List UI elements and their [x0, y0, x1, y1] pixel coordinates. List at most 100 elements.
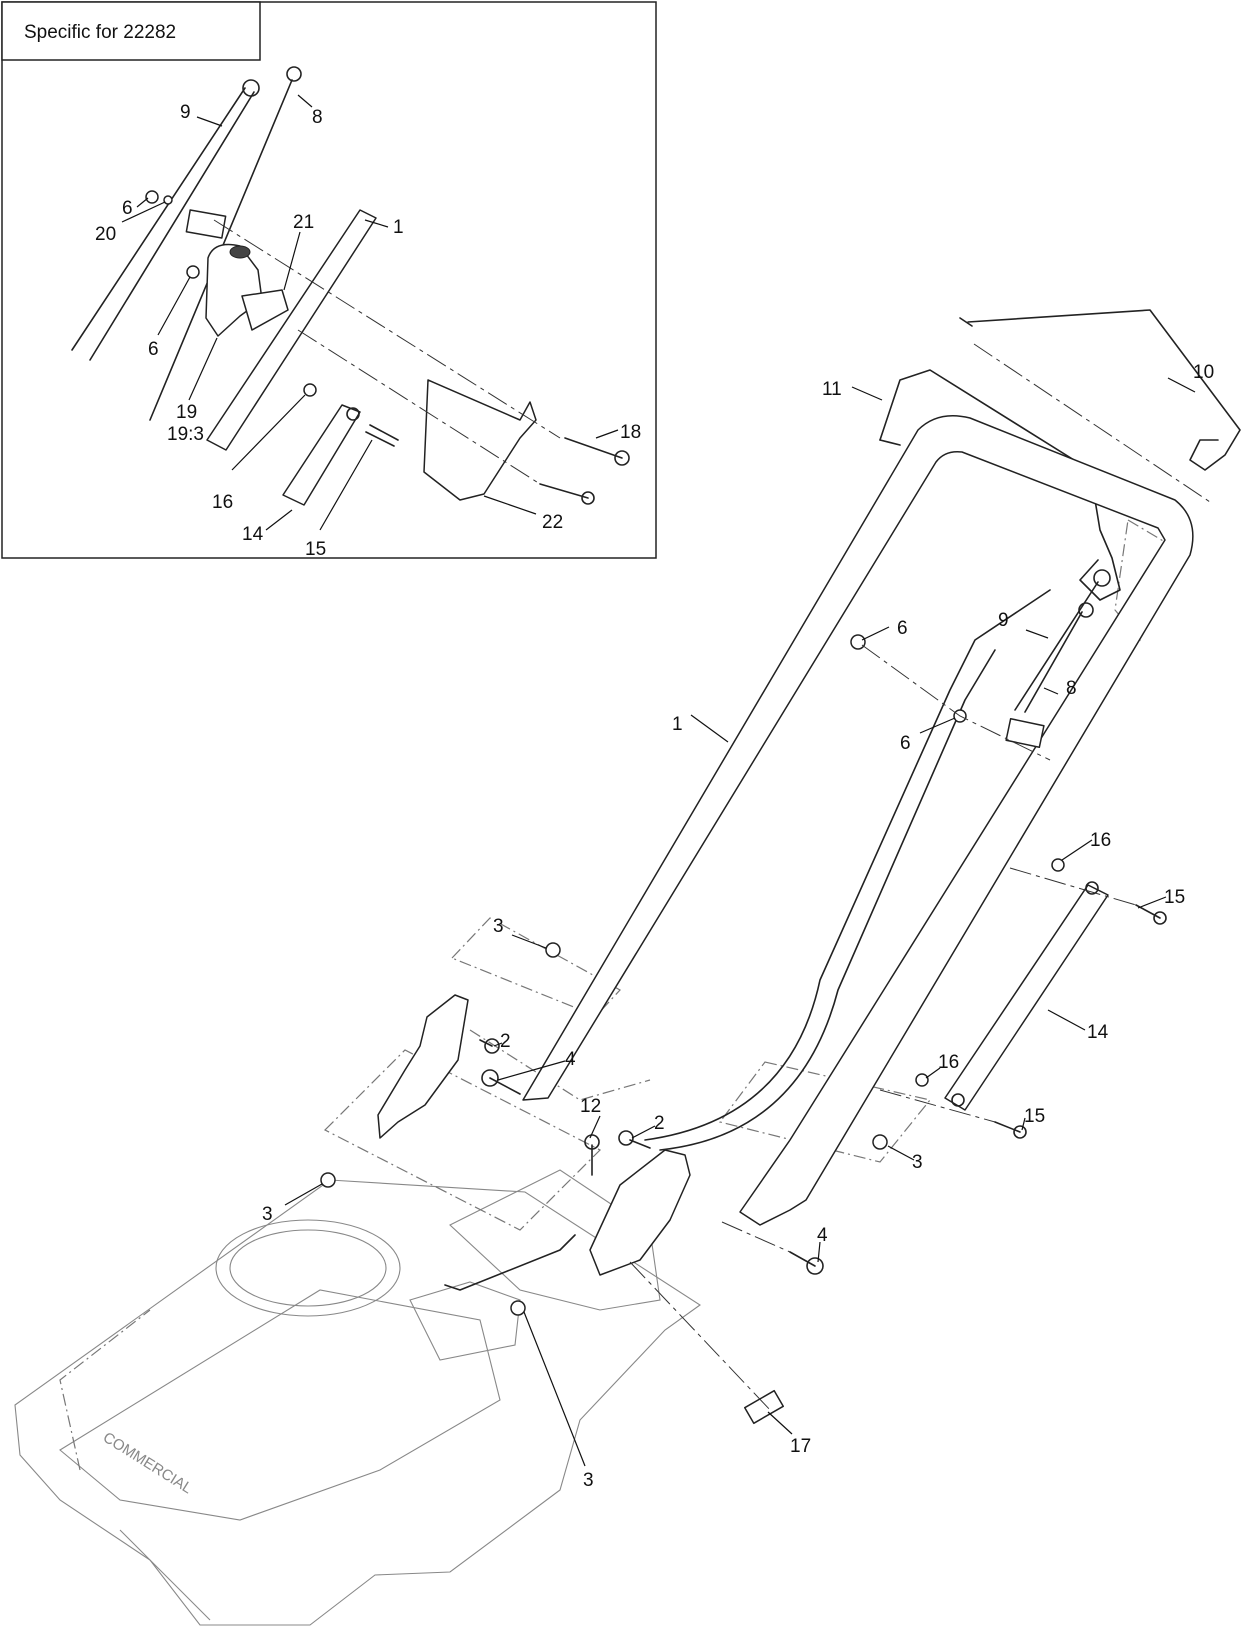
inset-cable-9 — [71, 87, 255, 361]
bolt-15-upper-head — [1153, 911, 1167, 925]
inset-leader-19 — [188, 337, 218, 401]
inset-callout-19-3: 19:3 — [167, 424, 204, 445]
callout-8: 8 — [1066, 678, 1077, 699]
decal-17 — [744, 1389, 784, 1425]
leader-10 — [1167, 377, 1196, 393]
callout-4a: 4 — [565, 1049, 576, 1070]
nut-3-left — [320, 1172, 336, 1188]
inset-locknut-16 — [303, 383, 317, 397]
deck-top-face — [59, 1289, 501, 1521]
handle-bracket-left — [377, 994, 469, 1139]
inset-handle-tube — [206, 209, 377, 451]
control-cable-main — [644, 589, 1051, 1141]
callout-15b: 15 — [1024, 1106, 1045, 1127]
callout-10: 10 — [1193, 362, 1214, 383]
callout-14: 14 — [1087, 1022, 1109, 1043]
callout-17: 17 — [790, 1436, 811, 1457]
leader-16a — [1061, 839, 1093, 861]
brace-14-hole-bottom — [951, 1093, 965, 1107]
leader-3c — [284, 1183, 323, 1206]
inset-callout-18: 18 — [620, 422, 641, 443]
bolt-2-center-head — [618, 1130, 634, 1146]
inset-leader-8 — [297, 94, 313, 108]
operator-bail-11 — [879, 369, 1121, 601]
deck-outline — [14, 1179, 701, 1626]
bolt-15-lower-head — [1013, 1125, 1027, 1139]
inset-callout-19: 19 — [176, 402, 197, 423]
mower-deck: COMMERCIAL — [14, 1029, 701, 1626]
inset-nut-6b — [186, 265, 200, 279]
callout-3a: 3 — [493, 916, 504, 937]
bail-bar-10 — [967, 309, 1241, 471]
inset-housing-knob — [229, 245, 251, 259]
operator-bail-11-foot — [879, 439, 901, 446]
callout-4b: 4 — [817, 1225, 828, 1246]
inset-mount-block — [241, 289, 289, 331]
inset-leader-22 — [483, 495, 537, 515]
inset-centerline-b — [297, 329, 541, 485]
control-cable-main-b — [659, 649, 996, 1151]
brace-14-hole-top — [1085, 881, 1099, 895]
callout-3d: 3 — [583, 1470, 594, 1491]
callout-16a: 16 — [1090, 830, 1111, 851]
inset-cable-clamp — [185, 209, 227, 239]
leader-8 — [1043, 687, 1059, 695]
inset-bolt-18b-head — [581, 491, 595, 505]
callout-15a: 15 — [1164, 887, 1185, 908]
inset-leader-21 — [283, 231, 301, 291]
ghost-plane-left-upper — [450, 917, 621, 1017]
leader-6a — [861, 626, 890, 641]
inset-callout-1: 1 — [393, 217, 404, 238]
nut-3-upper — [545, 942, 561, 958]
inset-bolt-15 — [365, 424, 399, 447]
callout-2a: 2 — [500, 1031, 511, 1052]
inset-leader-6b — [157, 276, 191, 336]
inset-leader-18 — [595, 429, 619, 439]
inset-callout-21: 21 — [293, 212, 314, 233]
callout-9: 9 — [998, 610, 1009, 631]
cable-8-eyelet — [1078, 602, 1094, 618]
inset-leader-16 — [231, 394, 306, 471]
inset-title-box — [1, 1, 261, 61]
leader-16b — [925, 1067, 941, 1079]
leader-4b — [817, 1241, 821, 1263]
inset-bolt-18-head — [614, 450, 630, 466]
callout-16b: 16 — [938, 1052, 959, 1073]
leader-3b — [887, 1145, 915, 1161]
leader-12 — [589, 1115, 601, 1139]
centerline-upper-brace — [1009, 867, 1137, 906]
deck-brand-label: COMMERCIAL — [100, 1429, 195, 1497]
bail-bar-10-end — [959, 317, 973, 327]
cable-9-eyelet — [1093, 569, 1111, 587]
leader-2a — [493, 1042, 503, 1047]
leader-14 — [1047, 1009, 1086, 1031]
inset-callout-15: 15 — [305, 539, 326, 560]
inset-leader-1 — [364, 219, 389, 228]
callout-6a: 6 — [897, 618, 908, 639]
inset-bolt-18b — [539, 483, 589, 499]
inset-frame — [1, 1, 657, 559]
callout-3b: 3 — [912, 1152, 923, 1173]
callout-2b: 2 — [654, 1113, 665, 1134]
callout-11: 11 — [822, 379, 842, 400]
callout-6b: 6 — [900, 733, 911, 754]
leader-11 — [851, 386, 883, 401]
callout-3c: 3 — [262, 1204, 273, 1225]
inset-cable-9-eyelet — [242, 79, 260, 97]
inset-nut-6 — [145, 190, 159, 204]
inset-panel: Specific for 22282 — [1, 1, 657, 560]
inset-leader-6a — [136, 197, 149, 208]
callout-1: 1 — [672, 714, 683, 735]
bolt-2-left-head — [484, 1038, 500, 1054]
inset-callout-22: 22 — [542, 512, 563, 533]
nut-3-right — [872, 1134, 888, 1150]
nut-6-upper — [850, 634, 866, 650]
deck-wheel-arch — [119, 1529, 211, 1621]
handle-frame-1 — [522, 415, 1194, 1226]
inset-bolt-18 — [564, 437, 623, 459]
inset-callout-16: 16 — [212, 492, 233, 513]
leader-3d — [523, 1311, 586, 1467]
deck-rear-housing — [409, 1281, 521, 1361]
bolt-15-lower — [994, 1121, 1021, 1133]
